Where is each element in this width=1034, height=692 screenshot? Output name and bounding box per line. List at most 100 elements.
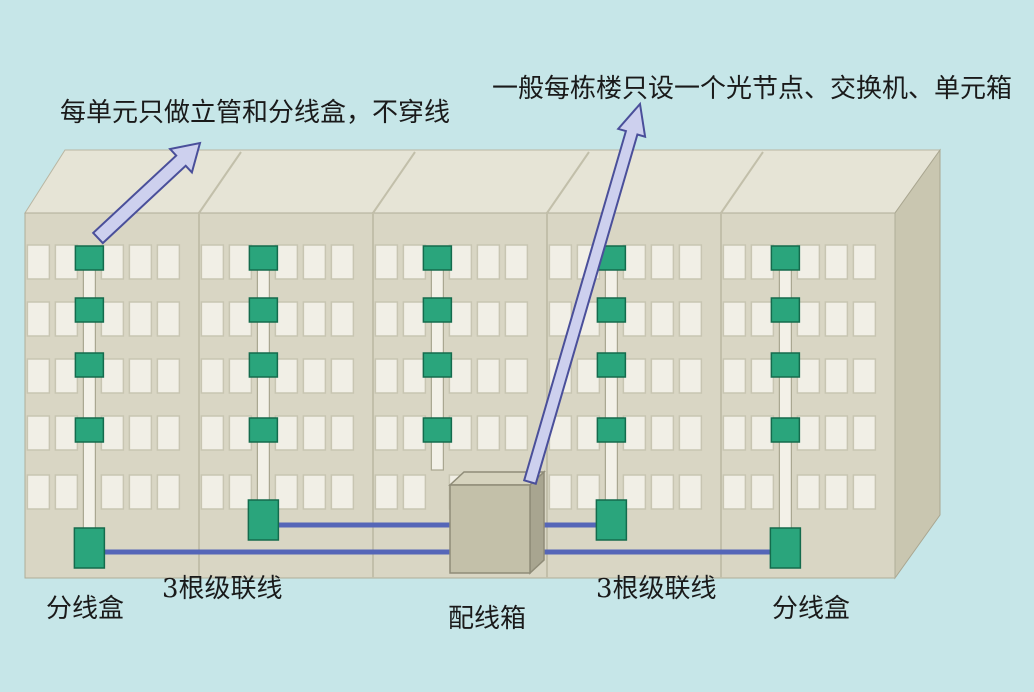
window: [228, 358, 253, 394]
window: [200, 244, 225, 280]
building-note-arrow: [522, 101, 647, 485]
window: [796, 301, 821, 337]
window: [274, 415, 299, 451]
floor-junction-box: [74, 245, 105, 271]
floor-junction-box: [596, 352, 627, 378]
window: [722, 358, 747, 394]
riser-pipe: [256, 254, 270, 521]
window: [26, 301, 51, 337]
window: [54, 415, 79, 451]
window: [274, 358, 299, 394]
window: [128, 415, 153, 451]
floor-junction-box: [248, 352, 279, 378]
right-cascade-cable-label: 3根级联线: [596, 574, 717, 604]
window: [476, 301, 501, 337]
floor-junction-box: [770, 352, 801, 378]
window: [448, 415, 473, 451]
window: [824, 415, 849, 451]
window: [796, 358, 821, 394]
window: [576, 358, 601, 394]
window: [200, 415, 225, 451]
window: [402, 301, 427, 337]
floor-junction-box: [74, 352, 105, 378]
window: [330, 415, 355, 451]
window: [374, 358, 399, 394]
window: [650, 358, 675, 394]
window: [852, 244, 877, 280]
floor-junction-box: [422, 417, 453, 443]
floor-junction-box: [422, 352, 453, 378]
window: [678, 301, 703, 337]
window: [678, 358, 703, 394]
window: [824, 244, 849, 280]
window: [750, 474, 775, 510]
window: [228, 244, 253, 280]
window: [156, 244, 181, 280]
window: [330, 301, 355, 337]
unit-note-arrow: [91, 141, 202, 245]
window: [722, 301, 747, 337]
window: [274, 474, 299, 510]
roof-divider: [372, 151, 416, 214]
window: [274, 301, 299, 337]
window: [228, 415, 253, 451]
window: [128, 358, 153, 394]
window: [650, 244, 675, 280]
window: [448, 358, 473, 394]
window: [402, 244, 427, 280]
window: [200, 358, 225, 394]
floor-junction-box: [248, 417, 279, 443]
window: [448, 301, 473, 337]
window: [402, 474, 427, 510]
floor-junction-box: [770, 245, 801, 271]
window: [54, 358, 79, 394]
window: [504, 358, 529, 394]
window: [796, 244, 821, 280]
building-note-label: 一般每栋楼只设一个光节点、交换机、单元箱: [492, 74, 1013, 104]
window: [622, 415, 647, 451]
window: [796, 415, 821, 451]
window: [54, 474, 79, 510]
window: [26, 415, 51, 451]
floor-junction-box: [74, 417, 105, 443]
floor-junction-box: [74, 297, 105, 323]
roof-divider: [546, 151, 590, 214]
window: [852, 301, 877, 337]
window: [750, 358, 775, 394]
window: [402, 415, 427, 451]
window: [852, 358, 877, 394]
window: [374, 474, 399, 510]
window: [678, 415, 703, 451]
window: [274, 244, 299, 280]
window: [302, 301, 327, 337]
window: [374, 301, 399, 337]
window: [852, 474, 877, 510]
floor-junction-box: [248, 245, 279, 271]
left-junction-box-label: 分线盒: [46, 594, 125, 624]
window: [330, 358, 355, 394]
riser-pipe: [604, 254, 618, 521]
window: [576, 474, 601, 510]
window: [548, 474, 573, 510]
window: [650, 415, 675, 451]
distribution-box-front: [449, 484, 531, 574]
window: [200, 474, 225, 510]
window: [824, 474, 849, 510]
window: [722, 474, 747, 510]
unit-junction-box: [595, 499, 628, 541]
window: [128, 301, 153, 337]
floor-junction-box: [770, 417, 801, 443]
window: [26, 244, 51, 280]
window: [402, 358, 427, 394]
building-side-wall: [894, 148, 941, 580]
roof-divider: [720, 151, 764, 214]
window: [374, 244, 399, 280]
window: [54, 301, 79, 337]
floor-junction-box: [422, 245, 453, 271]
window: [750, 244, 775, 280]
floor-junction-box: [770, 297, 801, 323]
window: [100, 474, 125, 510]
left-cascade-cable-label: 3根级联线: [162, 574, 283, 604]
